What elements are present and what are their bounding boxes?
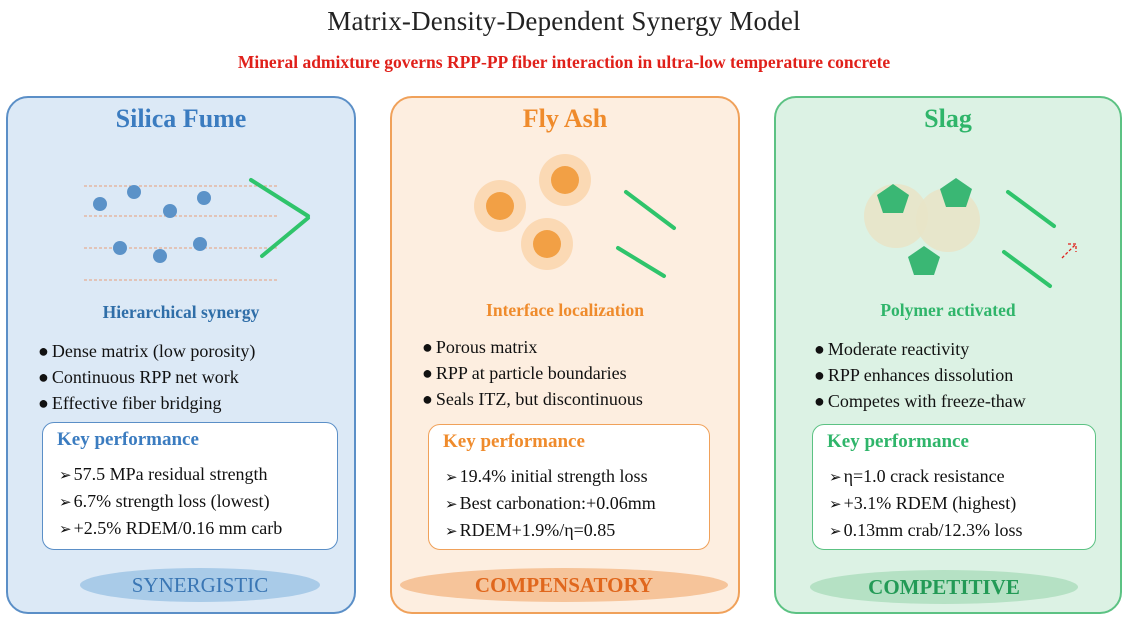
list-item: η=1.0 crack resistance xyxy=(829,463,1023,490)
key-performance-list: 57.5 MPa residual strength 6.7% strength… xyxy=(59,461,283,542)
slag-particle xyxy=(908,246,940,275)
diagram-subtitle: Mineral admixture governs RPP-PP fiber i… xyxy=(237,52,891,72)
list-item: 57.5 MPa residual strength xyxy=(59,461,282,488)
key-performance-list: 19.4% initial strength loss Best carbona… xyxy=(445,463,656,544)
crack-arrow-icon xyxy=(1061,243,1077,259)
panel-silica-fume: Silica Fume Hierarchical synergy Dense m… xyxy=(6,96,356,614)
key-performance-title: Key performance xyxy=(443,431,585,452)
list-item: RDEM+1.9%/η=0.85 xyxy=(445,517,656,544)
panel-fly-ash: Fly Ash Interface localization Porous ma… xyxy=(390,96,740,614)
panel-title-slag: Slag xyxy=(924,104,972,133)
panel-title-silica-fume: Silica Fume xyxy=(115,104,247,133)
list-item: Porous matrix xyxy=(422,334,643,360)
list-item: RPP at particle boundaries xyxy=(422,360,643,386)
list-item: 0.13mm crab/12.3% loss xyxy=(829,517,1023,544)
silica-particle xyxy=(113,241,127,255)
fly-ash-particle xyxy=(486,192,514,220)
silica-particle xyxy=(93,197,107,211)
key-performance-title: Key performance xyxy=(827,431,969,452)
pp-fiber xyxy=(1002,250,1052,288)
list-item: Effective fiber bridging xyxy=(38,390,255,416)
silica-particle xyxy=(197,191,211,205)
list-item: Best carbonation:+0.06mm xyxy=(445,490,656,517)
fly-ash-particle xyxy=(551,166,579,194)
fly-ash-illustration xyxy=(474,154,676,278)
crack-arrow-head-icon xyxy=(1068,243,1077,252)
mechanism-label-silica-fume: Hierarchical synergy xyxy=(102,302,260,322)
silica-fume-illustration xyxy=(84,178,310,281)
mechanism-label-slag: Polymer activated xyxy=(880,300,1016,320)
pp-fiber xyxy=(1006,190,1056,228)
key-performance-box-fly-ash: Key performance 19.4% initial strength l… xyxy=(428,424,710,550)
list-item: 6.7% strength loss (lowest) xyxy=(59,488,282,515)
list-item: +3.1% RDEM (highest) xyxy=(829,490,1023,517)
feature-list-fly-ash: Porous matrix RPP at particle boundaries… xyxy=(422,334,643,412)
list-item: Seals ITZ, but discontinuous xyxy=(422,386,643,412)
silica-particle xyxy=(153,249,167,263)
feature-list-silica-fume: Dense matrix (low porosity) Continuous R… xyxy=(38,338,255,416)
pp-fiber xyxy=(616,246,666,278)
list-item: +2.5% RDEM/0.16 mm carb xyxy=(59,515,283,542)
diagram-title: Matrix-Density-Dependent Synergy Model xyxy=(327,6,801,36)
list-item: RPP enhances dissolution xyxy=(814,362,1026,388)
slag-particle xyxy=(940,178,972,207)
list-item: 19.4% initial strength loss xyxy=(445,463,656,490)
key-performance-title: Key performance xyxy=(57,429,199,450)
list-item: Continuous RPP net work xyxy=(38,364,255,390)
verdict-badge-fly-ash: COMPENSATORY xyxy=(400,568,728,602)
silica-particle xyxy=(163,204,177,218)
pp-fiber xyxy=(260,216,310,258)
verdict-badge-silica-fume: SYNERGISTIC xyxy=(80,568,320,602)
list-item: Dense matrix (low porosity) xyxy=(38,338,255,364)
pp-fiber xyxy=(249,178,310,218)
key-performance-list: η=1.0 crack resistance +3.1% RDEM (highe… xyxy=(829,463,1023,544)
key-performance-box-slag: Key performance η=1.0 crack resistance +… xyxy=(812,424,1096,550)
list-item: Moderate reactivity xyxy=(814,336,1026,362)
silica-particle xyxy=(193,237,207,251)
silica-particle xyxy=(127,185,141,199)
key-performance-box-silica-fume: Key performance 57.5 MPa residual streng… xyxy=(42,422,338,550)
list-item: Competes with freeze-thaw xyxy=(814,388,1026,414)
mechanism-label-fly-ash: Interface localization xyxy=(486,300,644,320)
slag-illustration xyxy=(864,178,1077,288)
slag-particle xyxy=(877,184,909,213)
verdict-badge-slag: COMPETITIVE xyxy=(810,570,1078,604)
panel-title-fly-ash: Fly Ash xyxy=(522,104,608,133)
feature-list-slag: Moderate reactivity RPP enhances dissolu… xyxy=(814,336,1026,414)
fly-ash-particle xyxy=(533,230,561,258)
panel-slag: Slag Polymer activated Moderate reactivi… xyxy=(774,96,1122,614)
pp-fiber xyxy=(624,190,676,230)
